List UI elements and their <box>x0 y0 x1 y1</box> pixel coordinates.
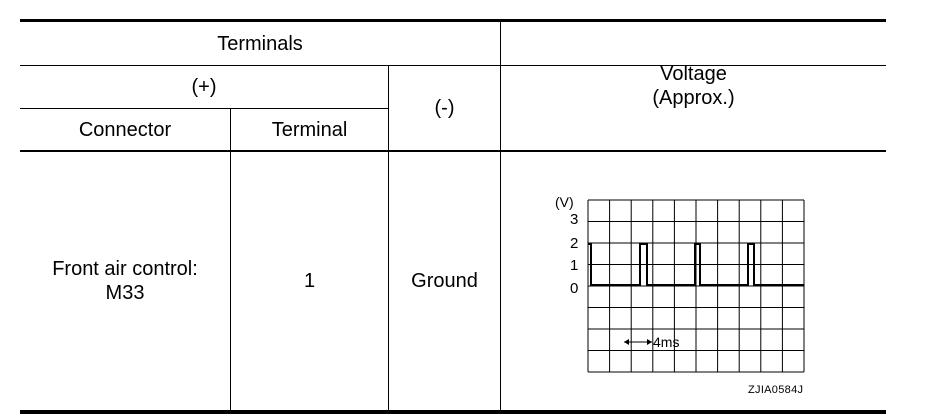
plus-header: (+) <box>20 66 388 108</box>
col-divider-voltage <box>500 21 501 412</box>
figure-code: ZJIA0584J <box>748 384 804 396</box>
voltage-header-line2: (Approx.) <box>652 87 735 109</box>
time-scale-marker: 4ms <box>624 334 679 350</box>
minus-header: (-) <box>389 66 500 150</box>
y-tick-1: 1 <box>570 257 578 274</box>
terminal-cell-text: 1 <box>303 270 316 292</box>
y-tick-2: 2 <box>570 235 578 252</box>
col-divider-terminal <box>388 65 389 412</box>
terminals-header: Terminals <box>20 22 500 65</box>
time-scale-label: 4ms <box>653 334 679 350</box>
terminals-header-text: Terminals <box>217 32 303 55</box>
bottom-rule <box>20 410 886 414</box>
waveform-trace <box>588 243 804 286</box>
connector-cell: Front air control: M33 <box>20 152 230 410</box>
connector-header: Connector <box>20 109 230 150</box>
minus-header-text: (-) <box>434 97 455 119</box>
y-tick-3: 3 <box>570 211 578 228</box>
plus-header-text: (+) <box>191 76 217 98</box>
voltage-waveform: (V) 3 2 1 0 4ms <box>555 194 805 373</box>
terminal-header: Terminal <box>231 109 388 150</box>
ground-cell: Ground <box>389 152 500 410</box>
header-rule-2 <box>20 108 389 109</box>
col-divider-connector <box>230 108 231 412</box>
connector-cell-line2: M33 <box>105 282 145 304</box>
header-bottom-rule <box>20 150 886 152</box>
connector-header-text: Connector <box>78 118 172 141</box>
voltage-header-line1: Voltage <box>660 63 727 85</box>
ground-cell-text: Ground <box>411 270 478 292</box>
waveform-unit-label: (V) <box>555 194 574 210</box>
terminal-header-text: Terminal <box>271 118 348 141</box>
voltage-header: Voltage (Approx.) <box>501 22 886 150</box>
connector-cell-line1: Front air control: <box>52 258 198 280</box>
header-rule-1 <box>20 65 886 66</box>
top-rule <box>20 19 886 22</box>
y-tick-0: 0 <box>570 280 578 297</box>
terminal-cell: 1 <box>231 152 388 410</box>
